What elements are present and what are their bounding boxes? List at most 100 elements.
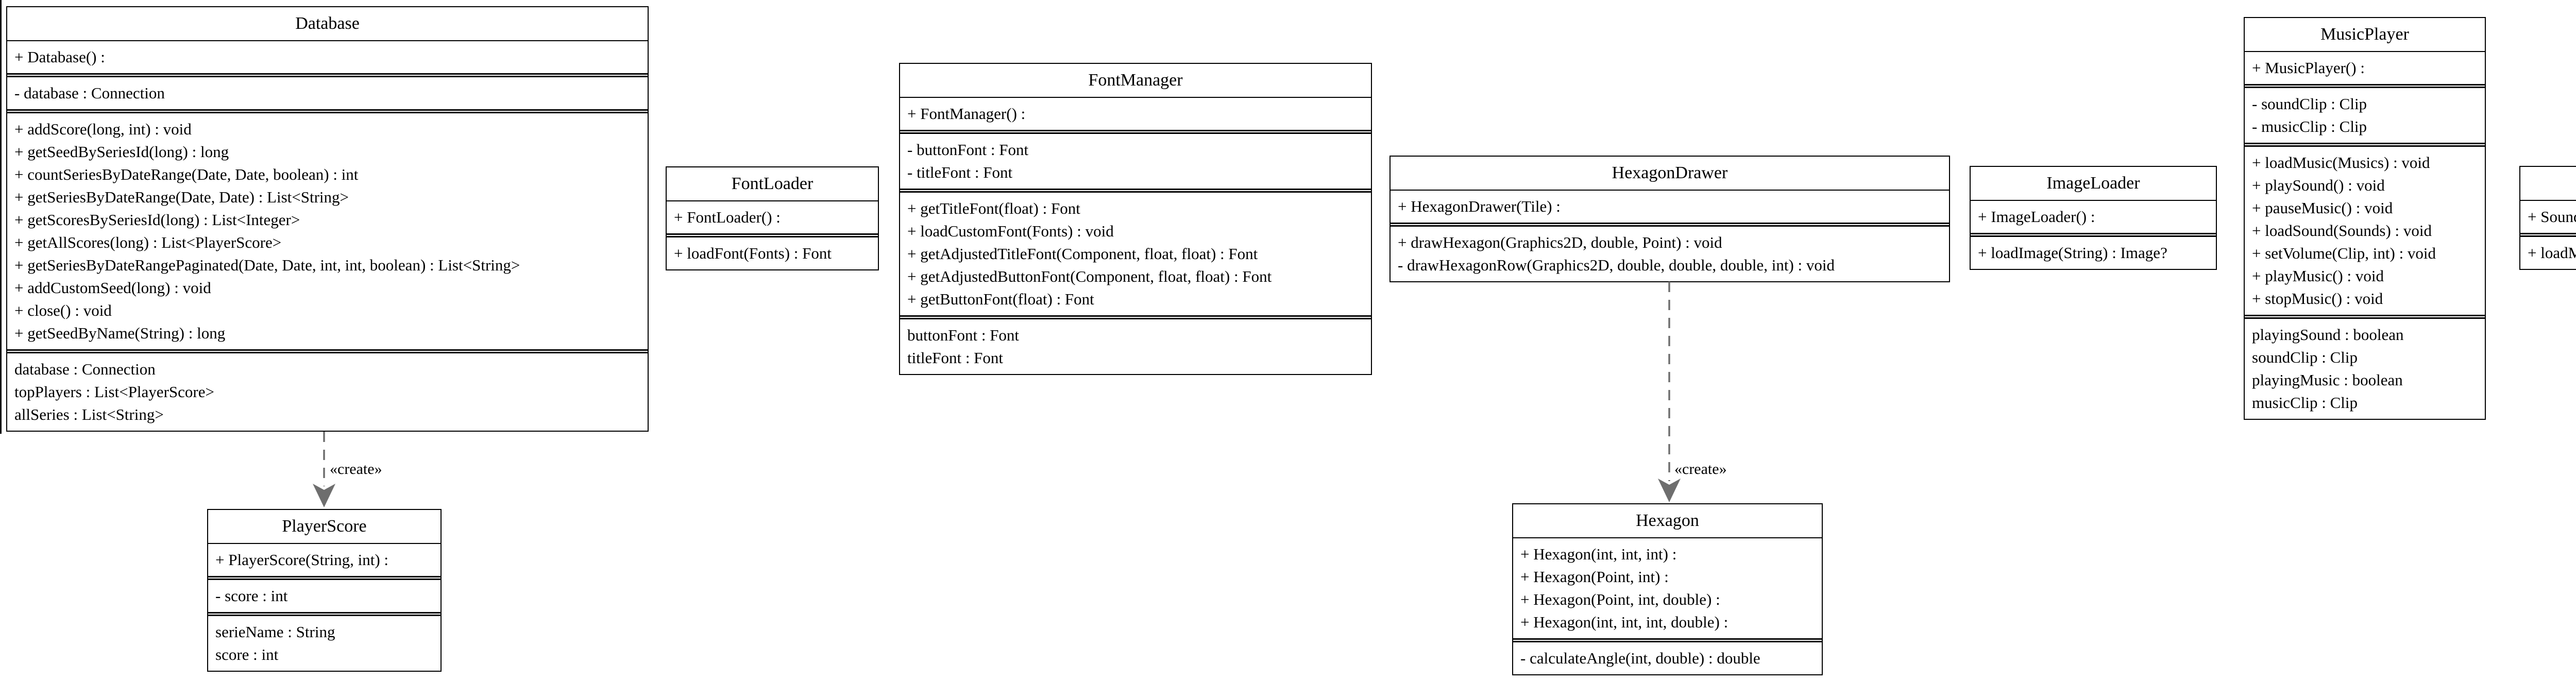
member-line: buttonFont : Font xyxy=(907,326,1020,344)
create-arrowhead-icon xyxy=(313,484,335,507)
member-line: + getSeriesByDateRangePaginated(Date, Da… xyxy=(14,256,520,274)
member-line: + getScoresBySeriesId(long) : List<Integ… xyxy=(14,211,300,229)
class-compartment: + FontManager() : xyxy=(900,98,1371,130)
class-compartments: + FontLoader() : + loadFont(Fonts) : Font xyxy=(667,201,878,269)
class-compartment: - database : Connection xyxy=(7,73,648,109)
class-compartment: + HexagonDrawer(Tile) : xyxy=(1391,191,1949,223)
create-arrow-hexagondrawer-hexagon: «create» xyxy=(1658,282,1727,502)
class-box-fontloader: FontLoader + FontLoader() : + loadFont(Fo… xyxy=(666,166,879,270)
class-box-soundloader: SoundLoader + SoundLoader() : + loadMusic… xyxy=(2519,166,2576,270)
member-line: + getButtonFont(float) : Font xyxy=(907,290,1094,308)
member-line: + Hexagon(Point, int, double) : xyxy=(1520,590,1720,608)
member-line: musicClip : Clip xyxy=(2252,394,2358,412)
class-compartments: + PlayerScore(String, int) : - score : in… xyxy=(208,544,440,671)
class-box-musicplayer: MusicPlayer + MusicPlayer() :- soundClip… xyxy=(2244,17,2486,420)
class-compartments: + MusicPlayer() :- soundClip : Clip- mus… xyxy=(2245,52,2485,419)
class-title: MusicPlayer xyxy=(2245,18,2485,52)
class-compartment: - buttonFont : Font - titleFont : Font xyxy=(900,130,1371,189)
class-compartments: + SoundLoader() : + loadMusic(String) : C… xyxy=(2520,201,2576,269)
class-compartments: + ImageLoader() : + loadImage(String) : I… xyxy=(1971,201,2216,269)
member-line: topPlayers : List<PlayerScore> xyxy=(14,383,214,401)
member-line: + MusicPlayer() : xyxy=(2252,59,2365,77)
member-line: + Hexagon(int, int, int) : xyxy=(1520,545,1677,563)
class-compartment: + loadMusic(String) : Clip? xyxy=(2520,233,2576,269)
member-line: + loadCustomFont(Fonts) : void xyxy=(907,222,1114,240)
class-compartment: + loadFont(Fonts) : Font xyxy=(667,233,878,269)
member-line: - musicClip : Clip xyxy=(2252,117,2367,135)
member-line: + Hexagon(Point, int) : xyxy=(1520,568,1669,586)
member-line: + SoundLoader() : xyxy=(2528,208,2576,226)
class-compartment: + FontLoader() : xyxy=(667,201,878,233)
member-line: + close() : void xyxy=(14,301,112,319)
class-compartment: + PlayerScore(String, int) : xyxy=(208,544,440,576)
member-line: + loadMusic(String) : Clip? xyxy=(2528,244,2576,262)
member-line: serieName : String xyxy=(215,623,335,641)
class-title: SoundLoader xyxy=(2520,167,2576,201)
member-line: + stopMusic() : void xyxy=(2252,290,2383,308)
member-line: + loadMusic(Musics) : void xyxy=(2252,154,2430,172)
cropped-box-edge-left xyxy=(0,0,2,434)
member-line: + loadSound(Sounds) : void xyxy=(2252,222,2432,240)
class-compartment: + SoundLoader() : xyxy=(2520,201,2576,233)
class-compartment: + Database() : xyxy=(7,41,648,73)
class-box-fontmanager: FontManager + FontManager() : - buttonFon… xyxy=(899,63,1372,375)
class-title: FontLoader xyxy=(667,167,878,201)
member-line: playingMusic : boolean xyxy=(2252,371,2403,389)
member-line: + setVolume(Clip, int) : void xyxy=(2252,244,2436,262)
member-line: + getSeedByName(String) : long xyxy=(14,324,226,342)
member-line: + ImageLoader() : xyxy=(1978,208,2095,226)
class-compartment: + getTitleFont(float) : Font + loadCustom… xyxy=(900,189,1371,315)
class-compartment: + loadMusic(Musics) : void + playSound() … xyxy=(2245,143,2485,315)
member-line: + getSeedBySeriesId(long) : long xyxy=(14,143,229,161)
create-stereotype-label: «create» xyxy=(1674,461,1727,478)
class-title: FontManager xyxy=(900,64,1371,98)
member-line: + PlayerScore(String, int) : xyxy=(215,551,389,569)
create-arrowhead-icon xyxy=(1658,479,1681,502)
class-title: HexagonDrawer xyxy=(1391,157,1949,191)
member-line: - titleFont : Font xyxy=(907,163,1013,181)
member-line: + HexagonDrawer(Tile) : xyxy=(1398,197,1561,215)
member-line: soundClip : Clip xyxy=(2252,348,2358,366)
class-title: Database xyxy=(7,7,648,41)
class-box-hexagondrawer: HexagonDrawer + HexagonDrawer(Tile) : + d… xyxy=(1389,156,1950,282)
member-line: playingSound : boolean xyxy=(2252,326,2404,344)
member-line: + pauseMusic() : void xyxy=(2252,199,2393,217)
member-line: + FontLoader() : xyxy=(674,208,781,226)
member-line: + loadImage(String) : Image? xyxy=(1978,244,2167,262)
member-line: - database : Connection xyxy=(14,84,165,102)
class-compartment: database : Connection topPlayers : List<P… xyxy=(7,349,648,431)
member-line: + playMusic() : void xyxy=(2252,267,2384,285)
member-line: titleFont : Font xyxy=(907,349,1004,367)
class-title: PlayerScore xyxy=(208,510,440,544)
class-box-playerscore: PlayerScore + PlayerScore(String, int) :… xyxy=(207,509,442,672)
class-box-hexagon: Hexagon + Hexagon(int, int, int) :+ Hexa… xyxy=(1512,503,1823,675)
member-line: + countSeriesByDateRange(Date, Date, boo… xyxy=(14,165,359,183)
class-compartment: + ImageLoader() : xyxy=(1971,201,2216,233)
member-line: - drawHexagonRow(Graphics2D, double, dou… xyxy=(1398,256,1835,274)
class-compartment: + MusicPlayer() : xyxy=(2245,52,2485,84)
member-line: score : int xyxy=(215,645,279,663)
member-line: - score : int xyxy=(215,587,288,605)
member-line: - calculateAngle(int, double) : double xyxy=(1520,649,1760,667)
class-compartments: + HexagonDrawer(Tile) : + drawHexagon(Gra… xyxy=(1391,191,1949,281)
class-compartment: serieName : String score : int xyxy=(208,612,440,671)
class-compartment: + Hexagon(int, int, int) : + Hexagon(Poin… xyxy=(1513,538,1822,638)
class-box-database: Database + Database() : - database : Conn… xyxy=(6,6,649,432)
member-line: + getTitleFont(float) : Font xyxy=(907,199,1080,217)
class-compartment: playingSound : boolean soundClip : Clip pl… xyxy=(2245,315,2485,419)
class-compartments: + Database() : - database : Connection + a… xyxy=(7,41,648,431)
member-line: + addCustomSeed(long) : void xyxy=(14,279,211,297)
member-line: - buttonFont : Font xyxy=(907,141,1029,159)
create-arrow-database-playerscore: «create» xyxy=(313,432,382,507)
create-stereotype-label: «create» xyxy=(330,461,382,478)
class-compartment: + drawHexagon(Graphics2D, double, Point)… xyxy=(1391,223,1949,281)
class-compartment: + loadImage(String) : Image? xyxy=(1971,233,2216,269)
class-compartment: + addScore(long, int) : void+ getSeedByS… xyxy=(7,109,648,349)
member-line: database : Connection xyxy=(14,360,156,378)
member-line: + getSeriesByDateRange(Date, Date) : Lis… xyxy=(14,188,349,206)
member-line: + loadFont(Fonts) : Font xyxy=(674,244,832,262)
class-compartment: buttonFont : Font titleFont : Font xyxy=(900,315,1371,374)
member-line: + FontManager() : xyxy=(907,105,1026,123)
class-title: ImageLoader xyxy=(1971,167,2216,201)
member-line: + playSound() : void xyxy=(2252,176,2385,194)
